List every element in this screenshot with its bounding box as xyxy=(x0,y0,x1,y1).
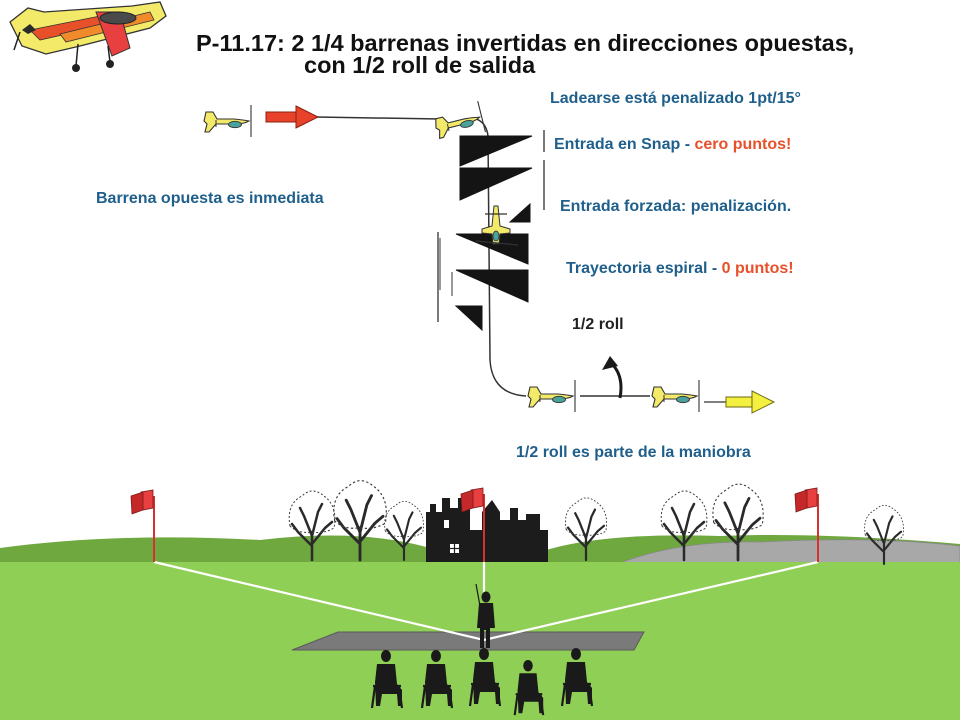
title-line-1: P-11.17: 2 1/4 barrenas invertidas en di… xyxy=(196,30,855,56)
flag-icon xyxy=(130,489,155,562)
spin-triangle-icon xyxy=(508,202,531,223)
spin-triangle-icon xyxy=(455,269,529,303)
spin-triangle-icon xyxy=(454,305,483,332)
note-spiral-path-penalty: 0 puntos! xyxy=(721,260,794,277)
pilot-icon xyxy=(475,583,495,648)
note-snap-entry-penalty: cero puntos! xyxy=(694,136,792,153)
spin-triangle-icon xyxy=(459,167,533,201)
title-line-2: con 1/2 roll de salida xyxy=(304,52,536,78)
castle-icon xyxy=(426,498,548,562)
flag-icon xyxy=(794,487,819,562)
spin-triangle-icon xyxy=(459,135,533,167)
aerobatic-plane-icon xyxy=(9,1,167,72)
note-half-roll: 1/2 roll xyxy=(572,316,624,333)
note-spiral-path: Trayectoria espiral - 0 puntos! xyxy=(566,260,794,278)
note-forced-entry: Entrada forzada: penalización. xyxy=(560,198,792,215)
plane-icon xyxy=(527,379,576,413)
plane-icon xyxy=(475,205,519,246)
note-snap-entry-text: Entrada en Snap - xyxy=(554,136,695,153)
exit-arrow xyxy=(725,390,776,414)
note-opposite-spin: Barrena opuesta es inmediata xyxy=(96,190,324,207)
entry-arrow xyxy=(265,105,320,129)
note-roll-part: 1/2 roll es parte de la maniobra xyxy=(516,444,751,461)
half-roll-arrow-icon xyxy=(602,356,623,399)
plane-icon xyxy=(203,104,252,138)
flag-icon xyxy=(460,487,485,562)
note-spiral-path-text: Trayectoria espiral - xyxy=(566,260,722,277)
note-bank-penalty: Ladearse está penalizado 1pt/15° xyxy=(550,90,801,107)
note-snap-entry: Entrada en Snap - cero puntos! xyxy=(554,136,791,154)
plane-icon xyxy=(651,379,700,413)
